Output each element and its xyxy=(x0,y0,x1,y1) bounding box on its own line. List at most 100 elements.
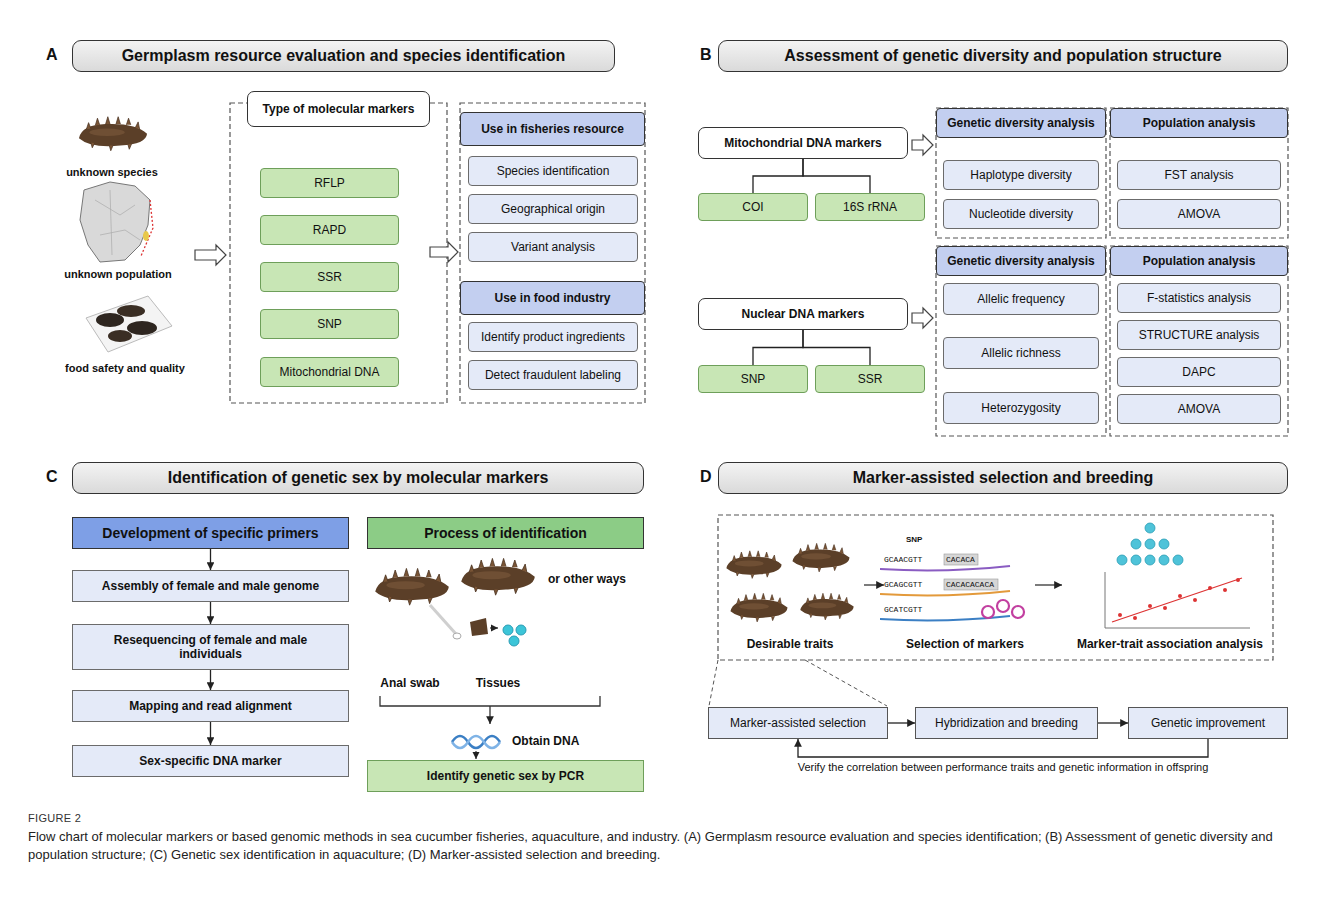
marker-box: RFLP xyxy=(260,168,399,198)
panel-header: Marker-assisted selection and breeding xyxy=(718,462,1288,494)
food-picture xyxy=(86,296,172,352)
map-picture xyxy=(141,200,153,256)
group-header: Population analysis xyxy=(1110,108,1288,138)
association-picture xyxy=(1118,578,1240,620)
dashed-group-frame xyxy=(1110,108,1288,238)
dna-helix xyxy=(452,736,500,748)
connector-label: Verify the correlation between performan… xyxy=(796,761,1211,773)
box-text: Germplasm resource evaluation and specie… xyxy=(118,46,570,65)
sequence-text: GCAACGTT xyxy=(884,556,922,564)
tissue-picture xyxy=(470,618,488,636)
box-text: FST analysis xyxy=(1160,168,1237,182)
dna-helix xyxy=(475,751,476,759)
sequence-text: CACACACACA xyxy=(946,581,994,589)
process-box: Hybridization and breeding xyxy=(915,707,1098,739)
image-caption: food safety and quality xyxy=(65,362,185,374)
sea-cucumber-picture xyxy=(79,117,147,151)
process-box: Marker-assisted selection xyxy=(708,707,888,739)
association-picture xyxy=(1159,539,1169,549)
process-box: Genetic improvement xyxy=(1128,707,1288,739)
figure-number: FIGURE 2 xyxy=(28,812,81,824)
process-box: Resequencing of female and male individu… xyxy=(72,624,349,670)
marker-box: COI xyxy=(698,193,808,221)
box-text: Genetic diversity analysis xyxy=(943,116,1098,130)
dna-helix xyxy=(452,736,500,759)
association-picture xyxy=(1131,555,1141,565)
column-header: Process of identification xyxy=(367,517,644,549)
association-picture xyxy=(1117,523,1183,565)
box-text: Identify genetic sex by PCR xyxy=(423,769,588,783)
tissue-picture xyxy=(509,636,519,646)
marker-picture xyxy=(880,566,1010,570)
dashed-group-frame xyxy=(718,515,1273,660)
connector xyxy=(803,330,870,365)
sequence-text: GCAGCGTT xyxy=(884,581,922,589)
swab-picture xyxy=(375,568,461,639)
box-text: Marker-assisted selection xyxy=(726,716,870,730)
map-picture xyxy=(80,182,150,262)
box-text: Genetic diversity analysis xyxy=(943,254,1098,268)
association-picture xyxy=(1133,616,1137,620)
trait-picture xyxy=(726,543,884,622)
figure-caption: Flow chart of molecular markers or based… xyxy=(28,828,1293,864)
item-box: Species identification xyxy=(468,156,638,186)
association-picture xyxy=(1208,586,1212,590)
marker-picture xyxy=(1035,584,1062,585)
sea-cucumber-picture xyxy=(79,117,147,151)
box-text: Type of molecular markers xyxy=(259,102,419,116)
item-box: Detect fraudulent labeling xyxy=(468,360,638,390)
group-header: Use in food industry xyxy=(460,281,645,315)
trait-picture xyxy=(864,584,884,585)
process-box: Assembly of female and male genome xyxy=(72,570,349,602)
box-text: Assessment of genetic diversity and popu… xyxy=(780,46,1225,65)
panel-letter: B xyxy=(700,46,712,64)
box-text: AMOVA xyxy=(1174,402,1224,416)
group-header: Population analysis xyxy=(1110,246,1288,276)
association-picture xyxy=(1159,555,1169,565)
association-picture xyxy=(1193,598,1197,602)
box-text: F-statistics analysis xyxy=(1143,291,1255,305)
group-header: Genetic diversity analysis xyxy=(936,246,1106,276)
box-text: Marker-assisted selection and breeding xyxy=(849,468,1158,487)
connector xyxy=(210,722,211,745)
association-picture xyxy=(1178,594,1182,598)
item-box: DAPC xyxy=(1117,357,1281,387)
swab-picture xyxy=(375,568,449,605)
process-box: Mapping and read alignment xyxy=(72,690,349,722)
connector xyxy=(753,159,803,193)
trait-picture xyxy=(730,593,787,622)
box-text: Assembly of female and male genome xyxy=(98,579,323,593)
map-picture xyxy=(80,182,153,262)
item-box: Haplotype diversity xyxy=(943,160,1099,190)
image-caption: Selection of markers xyxy=(906,637,1024,651)
image-caption: unknown species xyxy=(66,166,158,178)
box-text: Development of specific primers xyxy=(98,525,322,542)
dashed-group-frame xyxy=(230,103,447,403)
association-picture xyxy=(1148,604,1152,608)
connector xyxy=(210,670,211,690)
tissue-picture xyxy=(503,625,513,635)
marker-box: SSR xyxy=(815,365,925,393)
association-picture xyxy=(1173,555,1183,565)
association-picture xyxy=(1131,539,1141,549)
tissue-picture xyxy=(461,558,535,595)
trait-picture xyxy=(726,551,781,579)
food-picture xyxy=(117,305,145,317)
zoom-leader xyxy=(709,660,718,706)
dna-helix xyxy=(452,736,500,748)
box-text: SNP xyxy=(737,372,770,386)
item-box: Geographical origin xyxy=(468,194,638,224)
food-picture xyxy=(96,313,124,327)
box-text: SNP xyxy=(313,317,346,331)
association-picture xyxy=(1117,555,1127,565)
swab-picture xyxy=(430,605,456,634)
box-text: Species identification xyxy=(493,164,614,178)
item-box: Allelic richness xyxy=(943,337,1099,369)
group-header: Type of molecular markers xyxy=(247,91,430,127)
group-header: Use in fisheries resource xyxy=(460,112,645,146)
box-text: Mitochondrial DNA xyxy=(275,365,383,379)
dashed-group-frame xyxy=(936,246,1106,436)
map-picture xyxy=(143,231,149,241)
food-picture xyxy=(127,321,157,335)
box-text: Mitochondrial DNA markers xyxy=(720,136,886,150)
